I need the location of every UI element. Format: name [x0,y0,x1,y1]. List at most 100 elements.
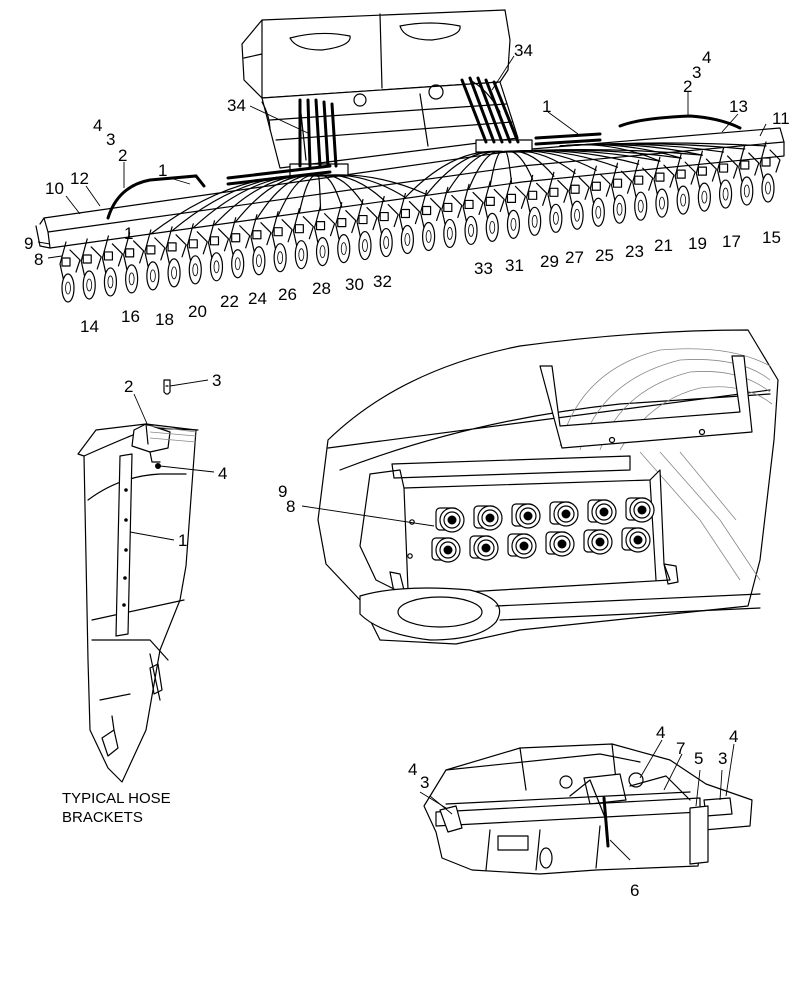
callout-10: 10 [45,179,64,198]
callout-23: 23 [625,242,644,261]
row-opener [610,162,633,224]
hose-coupler [431,537,461,563]
row-opener [716,147,739,209]
row-opener [674,153,696,215]
hose-runs [106,114,742,220]
row-opener [80,238,102,300]
callout-21: 21 [654,236,673,255]
callout-11: 11 [772,109,790,128]
callout-4: 4 [729,727,738,746]
callout-3: 3 [692,63,701,82]
callout-19: 19 [688,234,707,253]
callout-33: 33 [474,259,493,278]
callout-20: 20 [188,302,207,321]
callout-34: 34 [514,41,533,60]
callout-31: 31 [505,256,524,275]
hose-coupler [511,503,541,529]
row-opener [250,214,272,276]
callout-4: 4 [702,48,711,67]
hose-coupler [587,499,617,525]
row-opener [165,226,187,288]
row-opener [632,159,654,221]
callout-1: 1 [158,161,167,180]
callout-15: 15 [762,228,781,247]
caption-line-1: TYPICAL HOSE [62,790,171,807]
callout-30: 30 [345,275,364,294]
row-opener [504,177,527,239]
callout-5: 5 [694,749,703,768]
callout-1: 1 [124,224,133,243]
row-opener [568,168,590,230]
hose-mount-view: 4 3 4 7 5 3 4 6 [408,723,753,900]
callout-4: 4 [218,464,227,483]
callout-29: 29 [540,252,559,271]
callout-27: 27 [565,248,584,267]
callout-1: 1 [542,97,551,116]
callout-13: 13 [729,97,748,116]
row-opener [653,156,675,218]
caption-line-2: BRACKETS [62,809,143,826]
callout-16: 16 [121,307,140,326]
callout-3: 3 [106,130,115,149]
callout-9: 9 [24,234,33,253]
row-opener [229,217,251,279]
callout-7: 7 [676,739,685,758]
main-callouts: 34 34 1 1 1 2 2 3 3 4 4 13 11 10 12 9 8 … [24,41,790,336]
hose-coupler [435,507,465,533]
callout-3: 3 [212,371,221,390]
row-opener [123,232,145,294]
hose-bracket-view: 2 3 4 1 TYPICAL HOSE BRACKETS [62,371,227,826]
hose-coupler [469,535,499,561]
row-opener [695,150,717,212]
row-opener [335,202,357,264]
callout-2: 2 [118,146,127,165]
hose-coupler [625,497,655,523]
row-opener [292,208,314,270]
callout-2: 2 [124,377,133,396]
callout-2: 2 [683,77,692,96]
row-opener [207,220,230,282]
row-opener [398,192,420,255]
row-opener [547,171,569,233]
callout-34: 34 [227,96,246,115]
callout-14: 14 [80,317,99,336]
row-openers [59,141,781,303]
callout-22: 22 [220,292,239,311]
hose-coupler [507,533,537,559]
row-opener [59,241,81,303]
row-opener [186,223,208,285]
callout-17: 17 [722,232,741,251]
callout-8: 8 [286,497,295,516]
hose-couplers [431,497,655,563]
callout-4: 4 [93,116,102,135]
seed-hoses [150,142,767,235]
callout-3: 3 [718,749,727,768]
hose-coupler [583,529,613,555]
hose-coupler [549,501,579,527]
callout-9: 9 [278,482,287,501]
row-opener [462,183,484,246]
row-opener [441,186,463,249]
callout-8: 8 [34,250,43,269]
callout-28: 28 [312,279,331,298]
callout-12: 12 [70,169,89,188]
callout-4: 4 [408,760,417,779]
callout-1: 1 [178,531,187,550]
callout-32: 32 [373,272,392,291]
row-opener [144,229,166,291]
callout-3: 3 [420,773,429,792]
row-opener [420,189,442,252]
main-drill-view: 34 34 1 1 1 2 2 3 3 4 4 13 11 10 12 9 8 … [24,9,790,336]
callout-25: 25 [595,246,614,265]
quick-coupler-view: 9 8 [278,329,779,645]
hose-coupler [473,505,503,531]
row-opener [356,198,378,261]
callout-6: 6 [630,881,639,900]
callout-18: 18 [155,310,174,329]
row-opener [101,235,124,297]
row-opener [526,174,548,236]
row-opener [589,165,611,227]
hose-coupler [545,531,575,557]
distribution-head-right [460,76,533,153]
